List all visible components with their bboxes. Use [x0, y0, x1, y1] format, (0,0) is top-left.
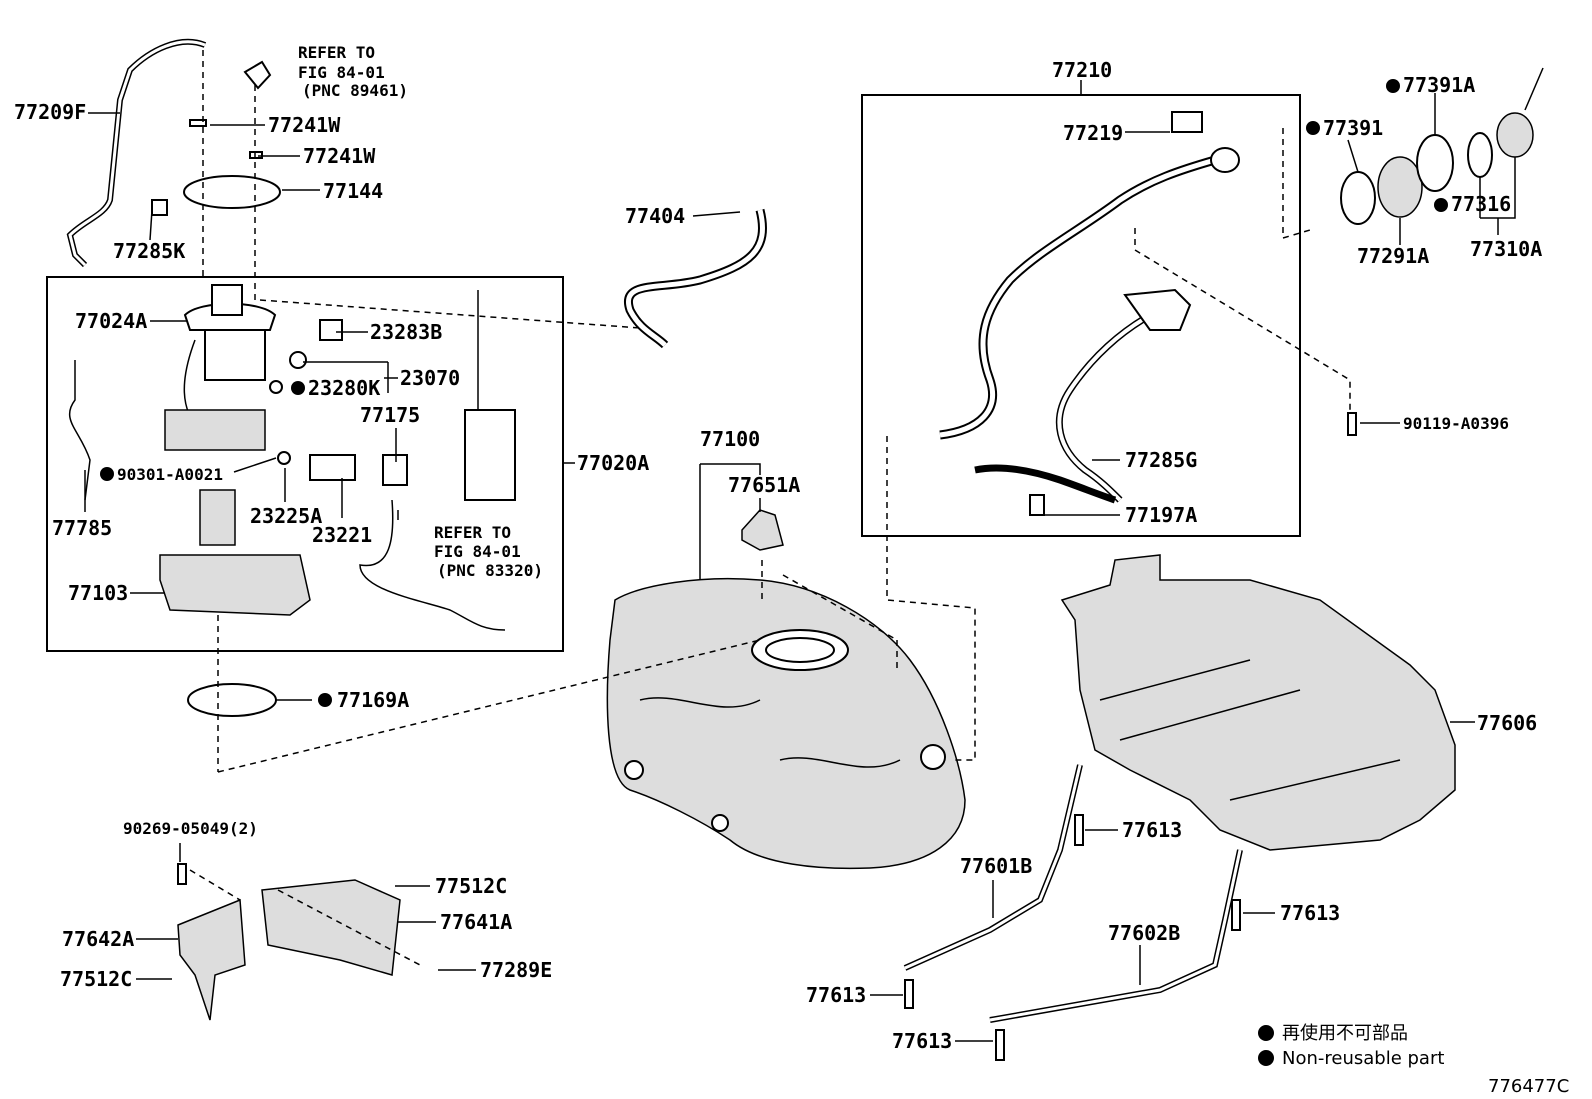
label-77289E: 77289E: [480, 958, 552, 982]
ring-77391A: [1416, 134, 1454, 192]
vent-tube-77209F: [66, 38, 207, 268]
gasket-77169A: [187, 683, 277, 717]
label-77642A: 77642A: [62, 927, 134, 951]
refer-note-1-line2: FIG 84-01: [298, 63, 385, 82]
label-77512C-b: 77512C: [60, 967, 132, 991]
pump-assembly-box: [46, 276, 564, 652]
non-reusable-markers: [100, 79, 1448, 707]
label-90269-05049: 90269-05049(2): [123, 819, 258, 838]
filler-cap: [1496, 112, 1534, 158]
label-77613-d: 77613: [892, 1029, 952, 1053]
label-77210: 77210: [1052, 58, 1112, 82]
label-77391: 77391: [1323, 116, 1383, 140]
refer-note-1-line3: (PNC 89461): [302, 81, 408, 100]
label-77175: 77175: [360, 403, 420, 427]
label-77310A: 77310A: [1470, 237, 1542, 261]
seal-77291A: [1377, 156, 1423, 218]
fuel-inlet-pipe: [939, 111, 1240, 516]
retainer-ring-77144: [183, 175, 281, 209]
breather-hose: [624, 208, 767, 349]
label-77391A: 77391A: [1403, 73, 1475, 97]
label-23225A: 23225A: [250, 504, 322, 528]
label-23283B: 23283B: [370, 320, 442, 344]
label-90119-A0396: 90119-A0396: [1403, 414, 1509, 433]
legend-english: Non-reusable part: [1282, 1048, 1444, 1069]
figure-id: 776477C: [1488, 1076, 1569, 1097]
label-77169A: 77169A: [337, 688, 409, 712]
label-77613-c: 77613: [806, 983, 866, 1007]
label-77291A: 77291A: [1357, 244, 1429, 268]
fuel-pump-parts: [68, 284, 516, 631]
legend: 再使用不可部品 Non-reusable part: [1258, 1023, 1444, 1069]
label-77613-b: 77613: [1280, 901, 1340, 925]
refer-note-1-line1: REFER TO: [298, 43, 375, 62]
ring-77316: [1467, 132, 1493, 178]
label-77144: 77144: [323, 179, 383, 203]
label-77020A: 77020A: [577, 451, 649, 475]
label-77197A: 77197A: [1125, 503, 1197, 527]
label-77100: 77100: [700, 427, 760, 451]
leader-lines: [84, 80, 1516, 1042]
label-77209F: 77209F: [14, 100, 86, 124]
fuel-tank: [606, 577, 966, 870]
label-77103: 77103: [68, 581, 128, 605]
label-77285G: 77285G: [1125, 448, 1197, 472]
legend-japanese: 再使用不可部品: [1282, 1023, 1408, 1044]
label-77219: 77219: [1063, 121, 1123, 145]
refer-note-2-line3: (PNC 83320): [437, 561, 543, 580]
label-77601B: 77601B: [960, 854, 1032, 878]
label-77512C-a: 77512C: [435, 874, 507, 898]
tank-pad: [741, 509, 784, 551]
label-77285K: 77285K: [113, 239, 185, 263]
heat-insulator-77641A: [261, 879, 401, 976]
label-77785: 77785: [52, 516, 112, 540]
label-77651A: 77651A: [728, 473, 800, 497]
gasket-77391: [1340, 171, 1376, 225]
label-77606: 77606: [1477, 711, 1537, 735]
tank-protector: [1060, 554, 1456, 851]
heat-insulator-77642A: [177, 898, 246, 1021]
label-23221: 23221: [312, 523, 372, 547]
label-77316: 77316: [1451, 192, 1511, 216]
label-23070: 23070: [400, 366, 460, 390]
label-90301-A0021: 90301-A0021: [117, 465, 223, 484]
label-77613-a: 77613: [1122, 818, 1182, 842]
label-77602B: 77602B: [1108, 921, 1180, 945]
bolts: [177, 412, 1357, 1061]
label-77024A: 77024A: [75, 309, 147, 333]
reference-lines: [189, 50, 1351, 966]
label-23280K: 23280K: [308, 376, 380, 400]
label-77404: 77404: [625, 204, 685, 228]
refer-note-2-line1: REFER TO: [434, 523, 511, 542]
label-77241W-a: 77241W: [268, 113, 341, 137]
refer-note-2-line2: FIG 84-01: [434, 542, 521, 561]
label-77641A: 77641A: [440, 910, 512, 934]
label-77241W-b: 77241W: [303, 144, 376, 168]
